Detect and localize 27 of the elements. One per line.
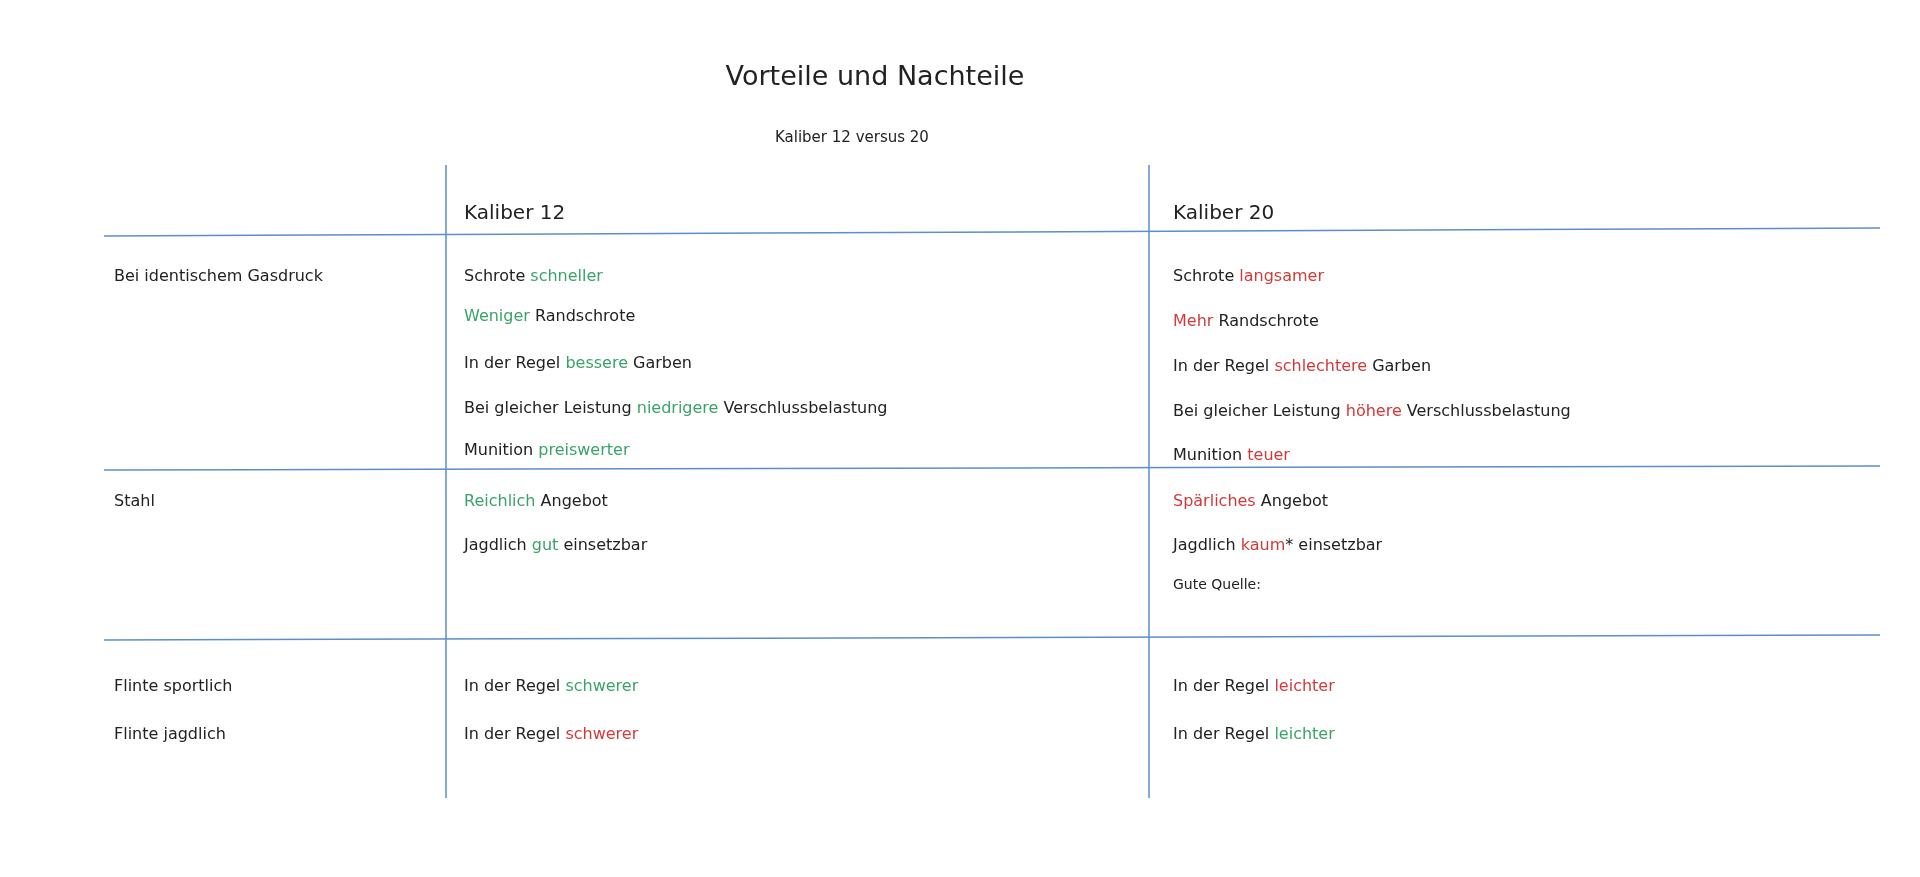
cell-text: Mehr Randschrote <box>1173 311 1319 330</box>
cell-text: Jagdlich gut einsetzbar <box>464 535 648 554</box>
cell-text: Bei gleicher Leistung niedrigere Verschlussbelastung <box>464 398 888 417</box>
row-header: Stahl <box>114 491 155 510</box>
cell-text: In der Regel schwerer <box>464 676 639 695</box>
cell-text: Munition teuer <box>1173 445 1290 464</box>
column-header: Kaliber 12 <box>464 200 566 224</box>
title: Vorteile und Nachteile <box>724 60 1026 91</box>
column-header: Kaliber 20 <box>1173 200 1275 224</box>
row-header: Flinte sportlich <box>114 676 233 695</box>
cell-text: Schrote schneller <box>464 266 603 285</box>
note: Gute Quelle: <box>1173 576 1261 592</box>
cell-text: In der Regel leichter <box>1173 724 1335 743</box>
cell-text: Weniger Randschrote <box>464 306 636 325</box>
cell-text: In der Regel leichter <box>1173 676 1335 695</box>
cell-text: Schrote langsamer <box>1173 266 1324 285</box>
subtitle: Kaliber 12 versus 20 <box>775 128 929 146</box>
row-header: Bei identischem Gasdruck <box>114 266 323 285</box>
cell-text: Jagdlich kaum* einsetzbar <box>1173 535 1383 554</box>
cell-text: In der Regel schwerer <box>464 724 639 743</box>
cell-text: Reichlich Angebot <box>464 491 608 510</box>
cell-text: Munition preiswerter <box>464 440 630 459</box>
cell-text: Spärliches Angebot <box>1173 491 1329 510</box>
cell-text: Bei gleicher Leistung höhere Verschlussbelastung <box>1173 401 1571 420</box>
cell-text: In der Regel bessere Garben <box>464 353 692 372</box>
cell-text: In der Regel schlechtere Garben <box>1173 356 1432 375</box>
row-header: Flinte jagdlich <box>114 724 226 743</box>
